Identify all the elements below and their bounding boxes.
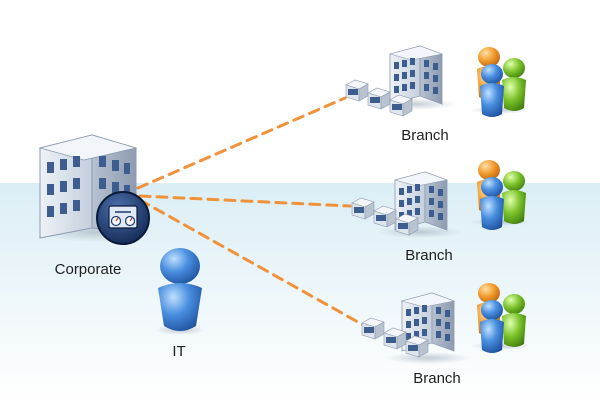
branch-1: Branch	[345, 45, 530, 144]
user-group-icon	[470, 160, 530, 230]
vm-icon	[389, 94, 413, 117]
corporate-label: Corporate	[55, 261, 122, 278]
vm-icon	[351, 197, 375, 220]
vm-icon	[405, 335, 429, 358]
link-branch-1	[136, 96, 347, 190]
vm-icon	[361, 317, 385, 340]
vm-icon	[383, 327, 407, 350]
branch-label: Branch	[405, 247, 453, 264]
branch-building-icon	[389, 45, 443, 105]
it-label: IT	[172, 343, 185, 360]
vm-icon	[373, 205, 397, 228]
branch-2: Branch	[351, 160, 530, 264]
branch-3: Branch	[361, 283, 530, 387]
vm-icon	[345, 79, 369, 102]
it-person-icon	[154, 248, 206, 335]
vm-icon	[395, 213, 419, 236]
network-links	[136, 96, 367, 328]
link-branch-3	[138, 198, 367, 328]
vm-icon	[367, 87, 391, 110]
link-branch-2	[138, 194, 352, 208]
user-group-icon	[470, 283, 530, 353]
branch-label: Branch	[413, 370, 461, 387]
dashboard-gauge-icon	[96, 191, 150, 245]
branch-label: Branch	[401, 127, 449, 144]
user-group-icon	[470, 47, 530, 117]
